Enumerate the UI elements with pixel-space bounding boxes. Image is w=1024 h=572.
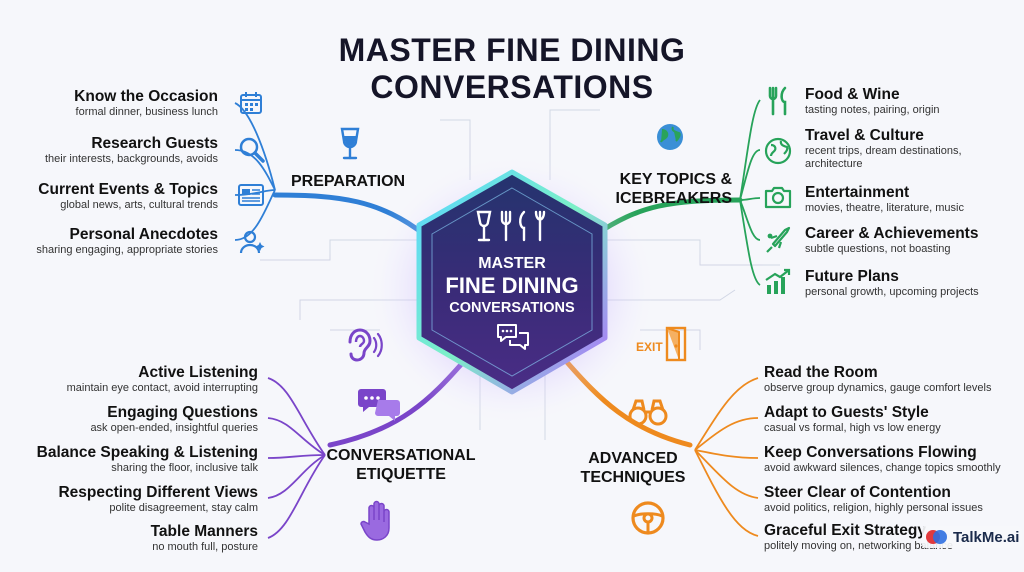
exit-door-icon: [665, 326, 687, 362]
etiquette-item-sub: polite disagreement, stay calm: [109, 502, 258, 514]
etiquette-item-manners: Table Manners no mouth full, posture: [151, 523, 258, 554]
topic-item-title: Travel & Culture: [805, 127, 924, 144]
topic-item-travel: Travel & Culture recent trips, dream des…: [805, 127, 962, 171]
advanced-item-title: Graceful Exit Strategy: [764, 522, 926, 539]
rocket-icon: [766, 226, 791, 253]
topic-item-sub: movies, theatre, literature, music: [805, 202, 964, 214]
calendar-icon: [240, 92, 262, 114]
etiquette-item-title: Balance Speaking & Listening: [36, 444, 258, 461]
topic-item-career: Career & Achievements subtle questions, …: [805, 225, 978, 256]
advanced-item-title: Adapt to Guests' Style: [764, 404, 929, 421]
prep-item-sub: formal dinner, business lunch: [75, 106, 218, 118]
advanced-item-title: Steer Clear of Contention: [764, 484, 951, 501]
advanced-item-exit: Graceful Exit Strategy politely moving o…: [764, 522, 953, 553]
advanced-item-sub: casual vs formal, high vs low energy: [764, 422, 941, 434]
ear-listening-icon: [348, 328, 383, 362]
prep-item-occasion: Know the Occasion formal dinner, busines…: [74, 88, 218, 119]
newspaper-icon: [238, 184, 264, 206]
branch-advanced-line-1: ADVANCED: [588, 450, 678, 467]
title-line-1: MASTER FINE DINING: [338, 32, 686, 68]
chat-bubbles-icon: [497, 324, 529, 350]
advanced-item-flowing: Keep Conversations Flowing avoid awkward…: [764, 444, 1001, 475]
topic-item-title: Career & Achievements: [805, 225, 979, 242]
topic-item-sub: personal growth, upcoming projects: [805, 286, 979, 298]
etiquette-item-sub: no mouth full, posture: [152, 541, 258, 553]
etiquette-item-title: Table Manners: [150, 523, 258, 540]
topic-item-entertainment: Entertainment movies, theatre, literatur…: [805, 184, 964, 215]
prep-item-current-events: Current Events & Topics global news, art…: [38, 181, 218, 212]
branch-advanced: ADVANCED TECHNIQUES: [578, 449, 688, 487]
advanced-item-sub: politely moving on, networking balance: [764, 540, 953, 552]
branch-advanced-line-2: TECHNIQUES: [580, 469, 686, 486]
prep-item-sub: their interests, backgrounds, avoids: [44, 153, 218, 165]
camera-icon: [764, 186, 792, 209]
logo-text: TalkMe.ai: [953, 528, 1020, 546]
topic-item-sub-2: architecture: [805, 158, 863, 170]
etiquette-item-sub: sharing the floor, inclusive talk: [111, 462, 258, 474]
prep-item-title: Personal Anecdotes: [69, 226, 218, 243]
speech-bubbles-icon: [358, 389, 400, 421]
binoculars-icon: [628, 399, 668, 426]
etiquette-item-sub: ask open-ended, insightful queries: [90, 422, 258, 434]
topic-item-sub: subtle questions, not boasting: [805, 243, 951, 255]
exit-sign-label: EXIT: [636, 340, 663, 354]
advanced-item-sub: observe group dynamics, gauge comfort le…: [764, 382, 992, 394]
topic-item-sub: tasting notes, pairing, origin: [805, 104, 940, 116]
etiquette-item-views: Respecting Different Views polite disagr…: [58, 484, 258, 515]
prep-item-sub: sharing engaging, appropriate stories: [36, 244, 218, 256]
topic-item-title: Entertainment: [805, 184, 910, 201]
prep-item-research: Research Guests their interests, backgro…: [45, 135, 218, 166]
center-line-1: MASTER: [478, 255, 546, 272]
wine-glass-icon: [340, 127, 360, 160]
prep-item-anecdotes: Personal Anecdotes sharing engaging, app…: [36, 226, 218, 257]
page-title: MASTER FINE DINING CONVERSATIONS: [262, 32, 762, 106]
branch-key-topics: KEY TOPICS & ICEBREAKERS: [608, 170, 732, 208]
advanced-item-sub: avoid awkward silences, change topics sm…: [764, 462, 1001, 474]
topic-item-food-wine: Food & Wine tasting notes, pairing, orig…: [805, 86, 940, 117]
topic-item-title: Food & Wine: [805, 86, 900, 103]
topic-item-title: Future Plans: [805, 268, 899, 285]
advanced-item-adapt: Adapt to Guests' Style casual vs formal,…: [764, 404, 941, 435]
etiquette-item-questions: Engaging Questions ask open-ended, insig…: [90, 404, 258, 435]
branch-etiquette-line-1: CONVERSATIONAL: [326, 447, 476, 464]
person-sparkle-icon: [239, 230, 265, 254]
talkme-logo: TalkMe.ai: [922, 526, 1023, 548]
logo-mark-icon: [926, 530, 947, 544]
branch-etiquette-line-2: ETIQUETTE: [356, 466, 446, 483]
etiquette-item-sub: maintain eye contact, avoid interrupting: [66, 382, 258, 394]
center-label: MASTER FINE DINING CONVERSATIONS: [432, 255, 592, 317]
steering-wheel-icon: [631, 501, 665, 535]
raised-hand-icon: [360, 500, 390, 541]
etiquette-item-listening: Active Listening maintain eye contact, a…: [67, 364, 258, 395]
prep-item-title: Research Guests: [91, 135, 218, 152]
center-line-3: CONVERSATIONS: [449, 300, 575, 316]
etiquette-item-title: Engaging Questions: [107, 404, 258, 421]
advanced-item-title: Keep Conversations Flowing: [764, 444, 977, 461]
branch-key-topics-line-1: KEY TOPICS &: [619, 171, 732, 188]
prep-item-title: Current Events & Topics: [38, 181, 218, 198]
advanced-item-sub: avoid politics, religion, highly persona…: [764, 502, 983, 514]
prep-item-sub: global news, arts, cultural trends: [60, 199, 218, 211]
topic-item-sub: recent trips, dream destinations,: [805, 145, 962, 157]
branch-preparation: PREPARATION: [291, 173, 406, 190]
advanced-item-read-room: Read the Room observe group dynamics, ga…: [764, 364, 991, 395]
growth-chart-icon: [765, 268, 791, 294]
title-line-2: CONVERSATIONS: [370, 69, 654, 105]
magnifier-icon: [239, 137, 265, 163]
center-line-2: FINE DINING: [445, 273, 579, 298]
branch-etiquette: CONVERSATIONAL ETIQUETTE: [320, 446, 482, 484]
fork-knife-icon: [768, 86, 787, 116]
branch-key-topics-line-2: ICEBREAKERS: [615, 190, 732, 207]
cutlery-icon: [476, 210, 546, 242]
globe-small-icon: [764, 137, 792, 165]
advanced-item-title: Read the Room: [764, 364, 878, 381]
etiquette-item-title: Respecting Different Views: [58, 484, 258, 501]
etiquette-item-balance: Balance Speaking & Listening sharing the…: [37, 444, 258, 475]
advanced-item-contention: Steer Clear of Contention avoid politics…: [764, 484, 983, 515]
prep-item-title: Know the Occasion: [74, 88, 218, 105]
topic-item-future: Future Plans personal growth, upcoming p…: [805, 268, 979, 299]
etiquette-item-title: Active Listening: [138, 364, 258, 381]
globe-icon: [657, 124, 683, 150]
